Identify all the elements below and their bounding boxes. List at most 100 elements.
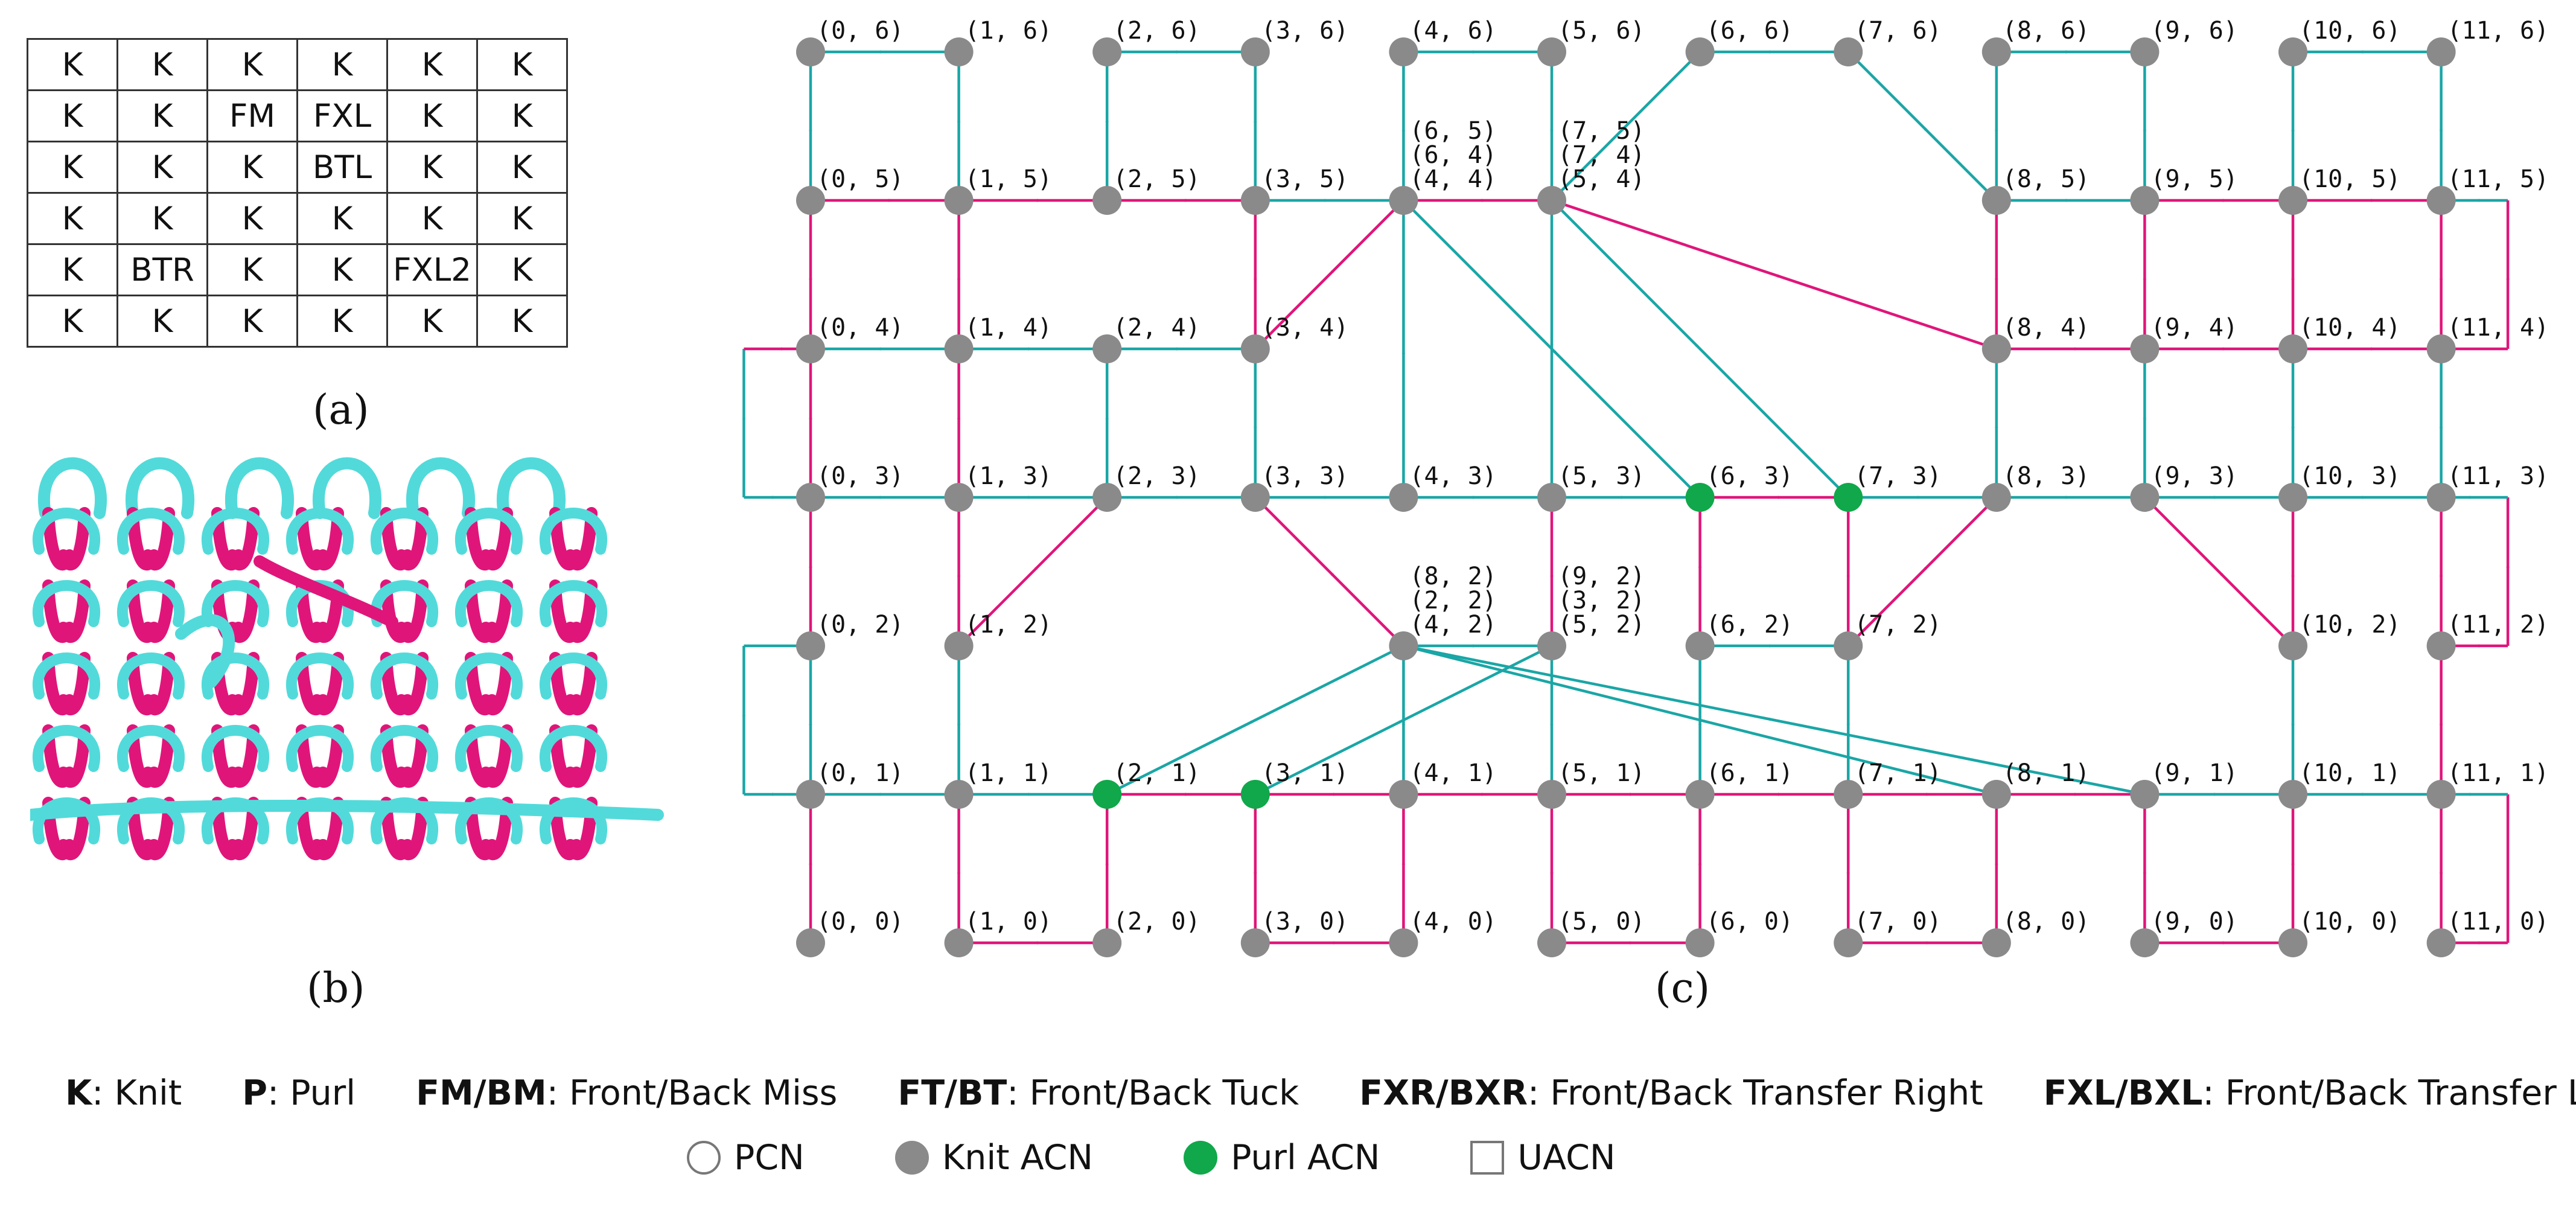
purl-acn-node [1092,780,1122,809]
yarn-segment-teal [371,652,438,700]
node-label: (8, 0) [2003,908,2090,936]
node-label: (10, 2) [2299,611,2401,639]
node-label: (0, 1) [817,759,904,787]
node-label: (3, 1) [1261,759,1349,787]
table-cell: K [116,192,208,245]
knit-acn-node [1834,928,1863,957]
node-label: (9, 6) [2150,17,2238,45]
node-label: (4, 2) [1409,611,1497,639]
node-label: (9, 0) [2150,908,2238,936]
yarn-segment-pink [395,652,429,716]
knit-acn-node [2426,37,2456,66]
yarn-segment-pink [142,579,175,643]
yarn-segment-teal [202,725,269,772]
yarn-segment-pink [480,797,513,861]
table-cell: BTR [116,243,208,296]
yarn-loop-top [38,457,107,519]
table-cell: K [27,89,118,142]
knit-acn-node [1389,631,1418,660]
legend-desc: : Front/Back Tuck [1007,1073,1299,1113]
yarn-segment-teal [540,725,607,772]
node-label: (1, 3) [965,462,1053,490]
table-cell: K [27,295,118,348]
yarn-segment-teal [33,508,100,555]
node-label: (4, 0) [1409,908,1497,936]
graph-edge [2143,496,2294,647]
node-label: (9, 5) [2150,165,2238,193]
table-cell: K [476,243,568,296]
table-cell: K [116,141,208,194]
node-label: (2, 2) [1409,587,1497,614]
graph-edge [1403,644,2145,796]
node-label: (2, 0) [1113,908,1200,936]
legend-label: Purl ACN [1231,1138,1380,1178]
node-label: (0, 3) [817,462,904,490]
yarn-segment-pink [57,652,91,716]
node-label: (4, 1) [1409,759,1497,787]
knit-acn-node [796,37,825,66]
legend-key: FXL/BXL [2043,1073,2203,1113]
table-cell: K [27,243,118,296]
node-label: (1, 4) [965,314,1053,342]
yarn-segment-teal [455,725,523,772]
yarn-segment-pink [57,507,91,571]
table-cell: K [296,243,388,296]
table-cell: K [116,38,208,91]
knit-acn-node [2426,928,2456,957]
legend-desc: : Front/Back Transfer Right [1528,1073,1983,1113]
legend-desc: : Purl [267,1073,356,1113]
yarn-segment-teal [286,725,354,772]
panel-label-c: (c) [1655,965,1710,1012]
table-cell: K [206,141,298,194]
node-label: (7, 2) [1854,611,1942,639]
knit-acn-node [1389,37,1418,66]
yarn-segment-pink [395,797,429,861]
node-label: (2, 1) [1113,759,1200,787]
node-label: (5, 2) [1558,611,1645,639]
table-cell: K [296,295,388,348]
knit-simulation-image [30,457,664,861]
node-label: (8, 4) [2003,314,2090,342]
table-cell: K [206,192,298,245]
legend-item: FXR/BXR: Front/Back Transfer Right [1359,1073,1983,1113]
yarn-segment-pink [142,797,175,861]
node-label: (8, 6) [2003,17,2090,45]
knit-acn-node [2426,334,2456,363]
legend-item: P: Purl [242,1073,355,1113]
knit-acn-node [1981,483,2011,512]
yarn-segment-pink [142,724,175,788]
legend-item: PCN [687,1138,805,1178]
yarn-transfer-teal [175,614,235,688]
knit-acn-node [2130,483,2160,512]
table-cell: K [27,192,118,245]
yarn-segment-pink [311,652,344,716]
graph-edge [1106,644,1404,796]
knit-acn-node [1240,334,1270,363]
yarn-segment-teal [117,508,185,555]
node-label: (7, 1) [1854,759,1942,787]
table-cell: K [386,295,478,348]
knit-acn-node [1685,631,1715,660]
node-label: (5, 4) [1558,165,1645,193]
node-label: (3, 5) [1261,165,1349,193]
node-label: (6, 1) [1706,759,1794,787]
yarn-segment-teal [540,652,607,700]
knit-acn-symbol-icon [894,1141,929,1175]
knit-acn-node [1240,483,1270,512]
node-label: (1, 0) [965,908,1053,936]
legend-key: FT/BT [897,1073,1007,1113]
legend-item: FXL/BXL: Front/Back Transfer Left [2044,1073,2576,1113]
knit-acn-node [2130,37,2160,66]
knit-acn-node [1981,780,2011,809]
yarn-segment-pink [480,724,513,788]
panel-label-a: (a) [313,386,369,434]
yarn-segment-pink [564,652,598,716]
graph-edge [958,496,1108,647]
yarn-segment-pink [57,797,91,861]
knit-acn-node [1537,780,1566,809]
yarn-segment-teal [286,652,354,700]
knit-acn-node [2278,37,2307,66]
knit-acn-node [1537,928,1566,957]
table-cell: K [476,192,568,245]
